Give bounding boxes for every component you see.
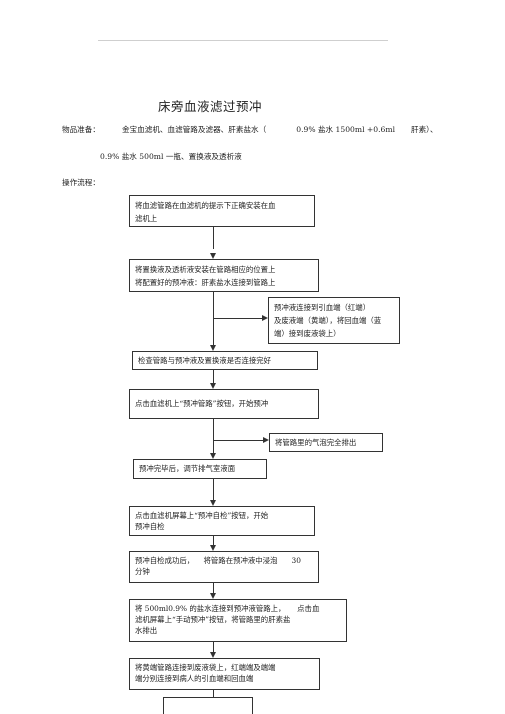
note-text: 预冲液连接到引血端（红端） <box>274 303 371 312</box>
materials-text-c: 肝素）、 <box>411 125 438 134</box>
side-note-1: 预冲液连接到引血端（红端） 及废液端（黄端），将回血端（蓝 端）接到废液袋上） <box>268 297 400 344</box>
step-text: 检查管路与预冲液及置换液是否连接完好 <box>138 356 272 365</box>
materials-label: 物品准备： <box>62 125 100 134</box>
connector <box>213 419 214 455</box>
connector <box>213 583 214 593</box>
note-text: 将管路里的气泡完全排出 <box>275 438 357 447</box>
step-text: 端分别连接到病人的引血端和回血端 <box>135 674 254 683</box>
step-text: 将置换液及透析液安装在管路相应的位置上 <box>135 265 276 274</box>
flow-step-6: 点击血滤机屏幕上“预冲自检”按钮，开始 预冲自检 <box>129 506 315 536</box>
materials-text-a: 金宝血滤机、血滤管路及滤器、肝素盐水（ <box>121 125 267 134</box>
flow-step-10-partial <box>163 697 253 714</box>
arrow-down-icon <box>210 345 216 351</box>
step-text: 将血滤管路在血滤机的提示下正确安装在血 <box>135 201 276 210</box>
step-text: 预冲自检 <box>135 522 165 531</box>
arrow-right-icon <box>262 315 268 321</box>
step-text: 将配置好的预冲液：肝素盐水连接到管路上 <box>135 278 276 287</box>
arrow-right-icon <box>263 437 269 443</box>
connector <box>213 227 214 249</box>
step-text: 点击血滤机上“预冲管路”按钮，开始预冲 <box>135 399 269 408</box>
header-rule <box>98 40 388 41</box>
connector <box>213 478 214 500</box>
arrow-down-icon <box>210 453 216 459</box>
note-text: 端）接到废液袋上） <box>274 329 341 338</box>
materials-text-b: 0.9% 盐水 1500ml +0.6ml <box>296 125 395 134</box>
branch-connector <box>213 440 264 441</box>
step-text: 滤机屏幕上“手动预冲”按钮，将管路里的肝素盐 <box>135 615 291 624</box>
flow-step-3: 检查管路与预冲液及置换液是否连接完好 <box>132 351 318 370</box>
step-text: 点击血滤机屏幕上“预冲自检”按钮，开始 <box>135 511 269 520</box>
step-text: 预冲自检成功后， 将管路在预冲液中浸泡 30 <box>135 556 301 565</box>
arrow-down-icon <box>210 652 216 658</box>
connector <box>213 536 214 546</box>
step-text: 分钟 <box>135 567 150 576</box>
arrow-down-icon <box>210 383 216 389</box>
page-title: 床旁血液滤过预冲 <box>158 99 263 114</box>
step-text: 预冲完毕后，调节排气室液面 <box>139 464 236 473</box>
arrow-down-icon <box>210 500 216 506</box>
connector <box>213 292 214 347</box>
flow-step-1: 将血滤管路在血滤机的提示下正确安装在血 滤机上 <box>129 195 315 227</box>
step-text: 水排出 <box>135 626 158 635</box>
flow-step-7: 预冲自检成功后， 将管路在预冲液中浸泡 30 分钟 <box>129 551 319 583</box>
materials-line-2: 0.9% 盐水 500ml 一瓶、置换液及透析液 <box>100 152 242 161</box>
connector <box>213 368 214 383</box>
flow-step-9: 将黄端管路连接到废液袋上，红端端及端端 端分别连接到病人的引血端和回血端 <box>129 658 320 690</box>
flow-step-4: 点击血滤机上“预冲管路”按钮，开始预冲 <box>129 389 319 419</box>
connector <box>213 642 214 652</box>
connector <box>213 690 214 697</box>
arrow-down-icon <box>210 593 216 599</box>
materials-line-1: 物品准备： 金宝血滤机、血滤管路及滤器、肝素盐水（ 0.9% 盐水 1500ml +… <box>62 124 438 135</box>
flow-step-8: 将 500ml0.9% 的盐水连接到预冲液管路上， 点击血 滤机屏幕上“手动预冲… <box>129 599 347 642</box>
flow-step-5: 预冲完毕后，调节排气室液面 <box>133 459 267 479</box>
side-note-2: 将管路里的气泡完全排出 <box>269 433 383 452</box>
note-text: 及废液端（黄端），将回血端（蓝 <box>274 316 382 325</box>
flow-step-2: 将置换液及透析液安装在管路相应的位置上 将配置好的预冲液：肝素盐水连接到管路上 <box>129 259 319 292</box>
step-text: 将黄端管路连接到废液袋上，红端端及端端 <box>135 663 276 672</box>
step-text: 滤机上 <box>135 214 158 223</box>
arrow-down-icon <box>210 545 216 551</box>
process-label: 操作流程： <box>62 178 100 187</box>
branch-connector <box>213 318 263 319</box>
step-text: 将 500ml0.9% 的盐水连接到预冲液管路上， 点击血 <box>135 604 320 613</box>
arrow-down-icon <box>210 253 216 259</box>
